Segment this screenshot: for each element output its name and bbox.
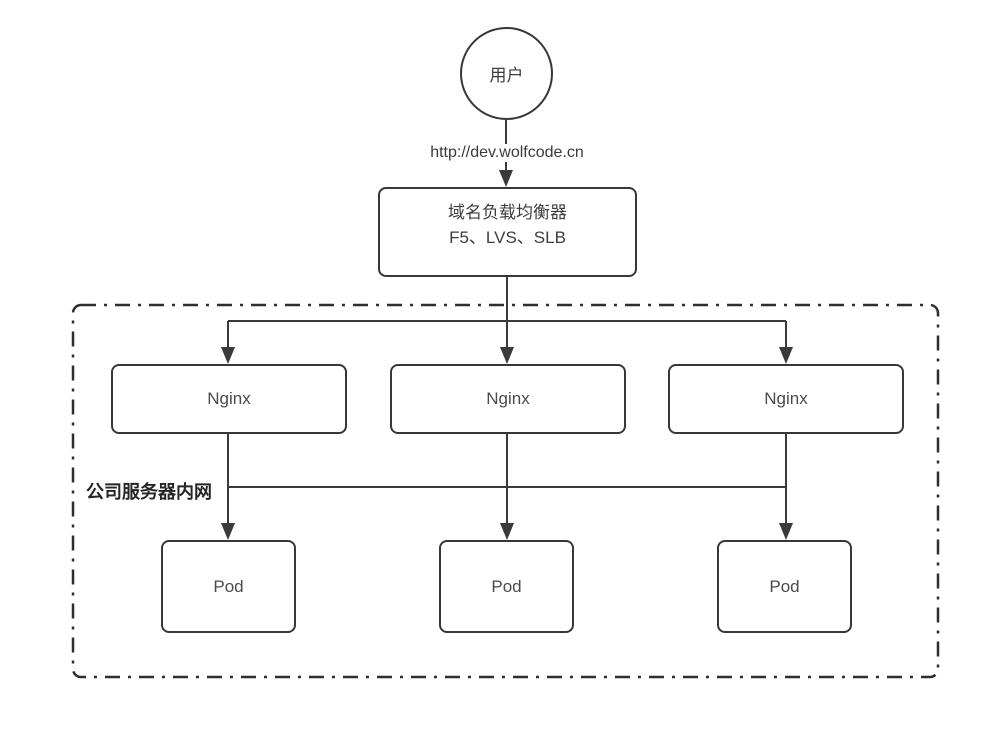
load-balancer-line2: F5、LVS、SLB <box>449 228 566 247</box>
load-balancer-line1: 域名负载均衡器 <box>448 203 567 222</box>
user-node: 用户 <box>460 27 553 120</box>
nginx-node-2-label: Nginx <box>486 389 530 408</box>
nginx-node-3: Nginx <box>668 364 904 434</box>
pod-node-3: Pod <box>717 540 852 633</box>
intranet-label: 公司服务器内网 <box>86 478 212 504</box>
connector-nginx-2-to-pod-2 <box>500 434 514 540</box>
connector-branch-to-nginx-3 <box>779 321 793 364</box>
connector-nginx-1-to-pod-1 <box>221 433 235 540</box>
load-balancer-node: 域名负载均衡器 F5、LVS、SLB <box>378 187 637 277</box>
nginx-node-1: Nginx <box>111 364 347 434</box>
pod-node-1-label: Pod <box>213 576 244 596</box>
url-label: http://dev.wolfcode.cn <box>425 144 589 162</box>
connector-nginx-3-to-pod-3 <box>779 434 793 540</box>
connector-branch-to-nginx-1 <box>221 321 235 364</box>
connector-lb-to-nginx-2 <box>500 277 514 364</box>
pod-node-3-label: Pod <box>769 576 800 596</box>
pod-node-2-label: Pod <box>491 576 522 596</box>
nginx-node-2: Nginx <box>390 364 626 434</box>
pod-node-1: Pod <box>161 540 296 633</box>
nginx-node-1-label: Nginx <box>207 389 251 408</box>
pod-node-2: Pod <box>439 540 574 633</box>
user-node-label: 用户 <box>489 66 524 85</box>
intranet-boundary <box>71 303 940 679</box>
nginx-node-3-label: Nginx <box>764 389 808 408</box>
